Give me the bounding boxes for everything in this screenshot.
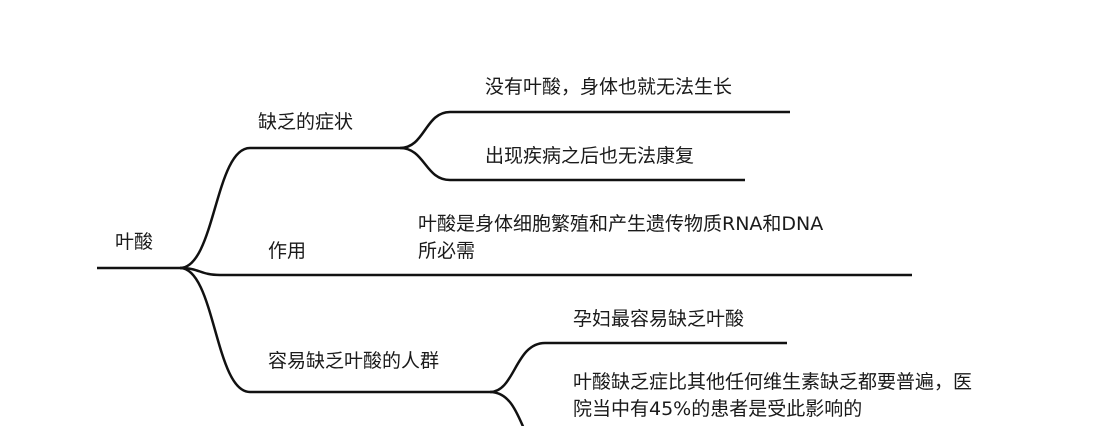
leaf-prevalence-line1: 叶酸缺乏症比其他任何维生素缺乏都要普遍，医 [573, 371, 973, 393]
leaf-function-line2: 所必需 [418, 240, 476, 262]
branch-connector-people [179, 266, 490, 394]
leaf-no-growth: 没有叶酸，身体也就无法生长 [485, 76, 733, 98]
leaf-connector-3 [489, 341, 787, 394]
root-node: 叶酸 [115, 231, 154, 253]
leaf-pregnant: 孕妇最容易缺乏叶酸 [573, 308, 745, 330]
leaf-function-line1: 叶酸是身体细胞繁殖和产生遗传物质RNA和DNA [418, 213, 824, 235]
branch-connector-symptoms [179, 146, 400, 270]
branch-connector-function [179, 266, 912, 277]
leaf-prevalence-line2: 院当中有45%的患者是受此影响的 [573, 398, 863, 420]
leaf-no-recovery: 出现疾病之后也无法康复 [485, 145, 695, 167]
leaf-connector-1 [399, 110, 790, 150]
leaf-connector-4 [489, 390, 525, 426]
branch-people: 容易缺乏叶酸的人群 [268, 350, 440, 372]
leaf-connector-2 [399, 146, 745, 182]
branch-function: 作用 [268, 240, 307, 262]
branch-symptoms: 缺乏的症状 [258, 111, 354, 133]
